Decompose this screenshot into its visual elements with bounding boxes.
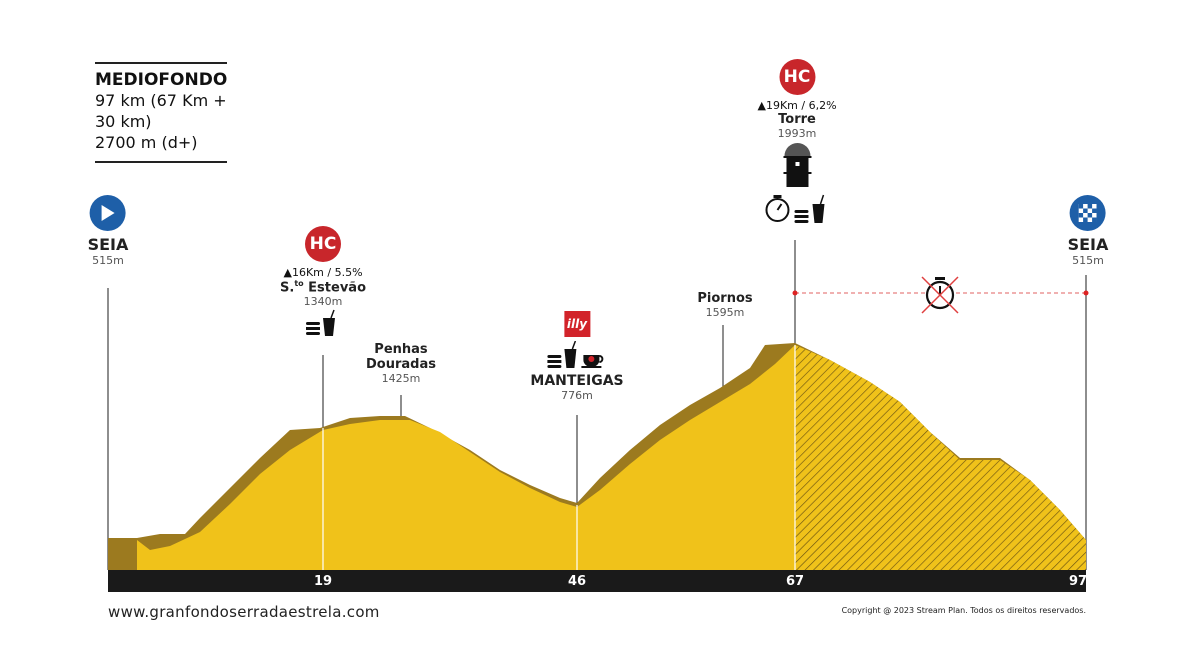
point-elevation: 515m [1072,254,1104,267]
route-elevation: 2700 m (d+) [95,133,198,152]
km-mark: 46 [567,574,587,589]
checkered-flag-icon [1069,195,1106,231]
point-name: Piornos [697,291,753,306]
copyright: Copyright @ 2023 Stream Plan. Todos os d… [841,606,1086,615]
point-name: SEIA [87,235,129,254]
food-drink-coffee-icon [547,340,603,368]
hc-badge: HC [779,59,815,95]
climb-santo-estevao: HC ▲16Km / 5.5% S.to Estevão 1340m [280,226,366,342]
point-elevation: 1595m [705,306,745,319]
play-icon [89,195,126,231]
divider [95,161,227,163]
point-penhas-douradas: Penhas Douradas 1425m [366,342,436,385]
name-prefix: S. [280,280,295,296]
distance-axis [108,570,1086,592]
point-manteigas: illy MANTEIGAS 776m [530,311,624,402]
route-distance: 97 km (67 Km + 30 km) [95,91,227,131]
point-name: Douradas [366,357,436,372]
point-name: SEIA [1067,235,1109,254]
point-elevation: 1425m [381,372,421,385]
timed-section-hatch [795,345,1086,570]
route-name: MEDIOFONDO [95,70,228,90]
name-rest: Estevão [303,280,366,296]
untimed-section-line [792,290,1089,296]
point-name: Penhas [374,342,428,357]
km-mark: 19 [313,574,333,589]
point-elevation: 1340m [303,295,343,309]
climb-info: ▲16Km / 5.5% [283,266,363,279]
divider [95,62,227,64]
point-name: S.to Estevão [280,279,366,295]
name-sup: to [294,279,304,288]
climb-info: ▲19Km / 6,2% [757,99,837,112]
point-name: MANTEIGAS [530,373,624,389]
finish-point: SEIA 515m [1067,195,1109,267]
no-timing-icon [921,276,959,314]
hc-badge: HC [305,226,341,262]
website-link[interactable]: www.granfondoserradaestrela.com [108,603,380,621]
tower-icon [783,143,811,187]
timing-food-drink-icon [765,194,824,223]
climb-torre: HC ▲19Km / 6,2% Torre 1993m [757,59,837,228]
point-name: Torre [778,112,816,127]
point-elevation: 515m [92,254,124,267]
route-summary: MEDIOFONDO 97 km (67 Km + 30 km) 2700 m … [95,62,227,163]
point-piornos: Piornos 1595m [697,291,752,319]
illy-logo: illy [564,311,590,337]
point-elevation: 776m [561,389,593,402]
food-drink-icon [306,310,335,337]
km-mark: 97 [1068,574,1088,589]
point-elevation: 1993m [777,127,817,140]
start-point: SEIA 515m [87,195,129,267]
km-mark: 67 [785,574,805,589]
